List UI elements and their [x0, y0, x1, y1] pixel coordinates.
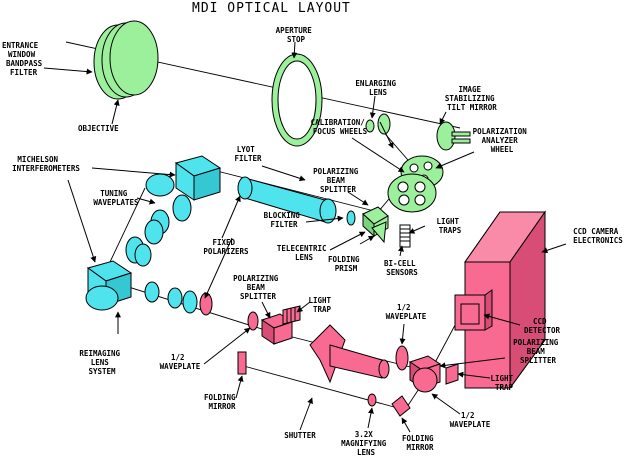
lyot-filter [237, 176, 337, 224]
tuning-waveplates [125, 194, 192, 267]
label-polarizing-bs-3: POLARIZING BEAM SPLITTER [513, 338, 563, 365]
light-trap-2 [445, 363, 459, 385]
label-magnifying: 3.2X MAGNIFYING LENS [341, 430, 391, 457]
label-enlarging-lens: ENLARGING LENS [355, 79, 400, 97]
label-calibration: CALIBRATION/ FOCUS WHEELS [311, 118, 370, 136]
label-folding-mirror-1: FOLDING MIRROR [204, 393, 240, 411]
label-bicell: BI-CELL SENSORS [384, 259, 420, 277]
label-ccd-electronics: CCD CAMERA ELECTRONICS [573, 227, 623, 245]
half-waveplate-1 [395, 345, 409, 371]
entrance-window-bandpass-filter [93, 20, 159, 100]
label-michelson: MICHELSON INTERFEROMETERS [12, 155, 80, 173]
label-half-wave-2: 1/2 WAVEPLATE [160, 353, 201, 371]
folding-prism [371, 221, 387, 244]
label-telecentric: TELECENTRIC LENS [277, 244, 331, 262]
label-polarizing-bs-2: POLARIZING BEAM SPLITTER [233, 274, 283, 301]
label-image-stabilizing: IMAGE STABILIZING TILT MIRROR [445, 85, 499, 112]
ccd-camera-electronics [464, 210, 546, 390]
polarizing-beam-splitter-pink-2 [408, 355, 442, 393]
polarization-analyzer-wheel [387, 173, 437, 213]
ccd-detector [454, 289, 493, 331]
label-shutter: SHUTTER [284, 431, 316, 440]
label-folding-prism: FOLDING PRISM [328, 255, 364, 273]
label-polarization-analyzer: POLARIZATION ANALYZER WHEEL [473, 127, 532, 154]
label-light-trap-2: LIGHT TRAP [490, 374, 517, 392]
magnifying-lens [367, 393, 377, 407]
label-fixed-polarizers: FIXED POLARIZERS [203, 238, 249, 256]
bi-cell-sensors [399, 224, 411, 248]
light-trap-1 [282, 305, 301, 325]
label-ccd-detector: CCD DETECTOR [524, 317, 561, 335]
folding-mirror-2 [391, 395, 411, 417]
enlarging-lens [365, 113, 391, 135]
label-half-wave-1: 1/2 WAVEPLATE [386, 303, 427, 321]
label-polarizing-bs-1: POLARIZING BEAM SPLITTER [313, 167, 363, 194]
aperture-stop [271, 53, 323, 147]
reimaging-lens-system [144, 281, 198, 314]
label-blocking: BLOCKING FILTER [264, 211, 305, 229]
labels: ENTRANCE WINDOW BANDPASS FILTER OBJECTIV… [2, 26, 623, 457]
label-reimaging: REIMAGING LENS SYSTEM [79, 349, 124, 376]
folding-mirror-1 [237, 351, 247, 375]
leader-lines [43, 41, 567, 433]
label-aperture-stop: APERTURE STOP [276, 26, 317, 44]
label-light-traps: LIGHT TRAPS [436, 217, 463, 235]
label-tuning: TUNING WAVEPLATES [93, 189, 139, 207]
michelson-interferometer-upper [145, 155, 222, 201]
label-entrance-window: ENTRANCE WINDOW BANDPASS FILTER [2, 41, 47, 77]
shutter [309, 324, 390, 384]
blocking-filter-lens [346, 210, 356, 226]
image-stabilizing-tilt-mirror [436, 121, 471, 151]
label-objective: OBJECTIVE [78, 124, 119, 133]
diagram-title: MDI OPTICAL LAYOUT [192, 1, 351, 16]
label-half-wave-3: 1/2 WAVEPLATE [450, 411, 491, 429]
label-light-trap-1: LIGHT TRAP [308, 296, 335, 314]
michelson-interferometer-lower [85, 260, 133, 311]
label-lyot: LYOT FILTER [234, 145, 262, 163]
label-folding-mirror-2: FOLDING MIRROR [402, 434, 438, 452]
